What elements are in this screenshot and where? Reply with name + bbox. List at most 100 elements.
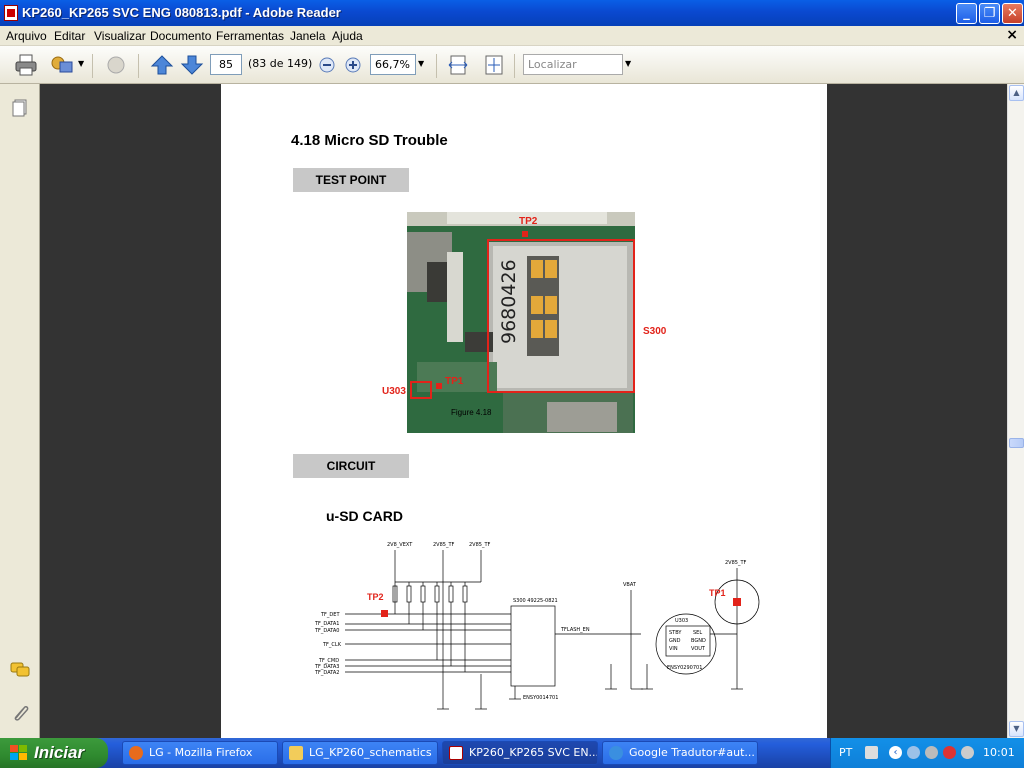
net-tf-det: TF_DET <box>320 612 340 618</box>
net-tf-cmd: TF_CMD <box>318 658 339 664</box>
document-close-icon[interactable]: × <box>1006 27 1018 43</box>
comments-panel-icon[interactable] <box>10 660 30 680</box>
fit-page-icon[interactable] <box>482 54 506 76</box>
task-firefox[interactable]: LG - Mozilla Firefox <box>122 741 278 765</box>
test-point-label: TEST POINT <box>293 168 409 192</box>
task-explorer-label: LG_KP260_schematics <box>309 746 432 759</box>
ic-pin-sel: SEL <box>693 630 702 636</box>
part-number-a: ENSY0014701 <box>523 695 558 701</box>
share-dropdown-icon[interactable]: ▼ <box>78 59 85 68</box>
start-button[interactable]: Iniciar <box>0 738 108 768</box>
net-tf-clk: TF_CLK <box>322 642 342 648</box>
photo-label-s300: S300 <box>643 326 667 337</box>
adobe-reader-icon <box>4 5 18 21</box>
firefox-icon <box>129 746 143 760</box>
internet-explorer-icon <box>609 746 623 760</box>
menu-ferramentas[interactable]: Ferramentas <box>216 29 285 43</box>
schematic-tp2-label: TP2 <box>367 592 384 602</box>
close-button[interactable]: ✕ <box>1002 3 1023 24</box>
search-input[interactable]: Localizar <box>523 54 623 75</box>
photo-label-tp1: TP1 <box>445 376 464 387</box>
menu-editar[interactable]: Editar <box>54 29 86 43</box>
net-2v8-vext: 2V8_VEXT <box>387 542 413 548</box>
task-adobe-label: KP260_KP265 SVC EN... <box>469 746 598 759</box>
language-indicator[interactable]: PT <box>839 746 853 759</box>
share-icon[interactable] <box>50 54 74 76</box>
toolbar: ▼ 85 (83 de 149) 66,7% ▼ Localizar ▼ <box>0 46 1024 84</box>
task-explorer[interactable]: LG_KP260_schematics <box>282 741 438 765</box>
search-dropdown-icon[interactable]: ▼ <box>625 59 632 68</box>
fit-width-icon[interactable] <box>446 54 470 76</box>
taskbar: Iniciar LG - Mozilla Firefox LG_KP260_sc… <box>0 738 1024 768</box>
pages-panel-icon[interactable] <box>10 98 30 118</box>
figure-caption: Figure 4.18 <box>451 408 492 417</box>
next-page-icon[interactable] <box>180 54 204 76</box>
scroll-up-icon[interactable]: ▲ <box>1009 85 1024 101</box>
print-icon[interactable] <box>14 54 38 76</box>
sd-card-schematic: TP2 TP1 2V8_VEXT 2V85_TF 2V85_TF 2V85_TF… <box>314 542 760 710</box>
menu-arquivo[interactable]: Arquivo <box>6 29 47 43</box>
ic-pin-bgnd: BGND <box>691 638 706 644</box>
vertical-scrollbar[interactable]: ▲ ▼ <box>1007 84 1024 738</box>
pdf-icon <box>449 746 463 760</box>
net-tf-data3: TF_DATA3 <box>314 664 340 670</box>
network-icon[interactable] <box>907 746 920 759</box>
scroll-thumb[interactable] <box>1009 438 1024 448</box>
document-area: 4.18 Micro SD Trouble TEST POINT 9680426 <box>40 84 1007 738</box>
task-firefox-label: LG - Mozilla Firefox <box>149 746 253 759</box>
attachments-panel-icon[interactable] <box>10 702 30 722</box>
photo-label-tp2: TP2 <box>519 216 538 227</box>
restore-button[interactable]: ❐ <box>979 3 1000 24</box>
schematic-title: u-SD CARD <box>326 508 403 524</box>
start-label: Iniciar <box>34 743 85 762</box>
net-vbat: VBAT <box>623 582 637 588</box>
zoom-in-icon[interactable] <box>344 54 362 76</box>
clock: 10:01 <box>983 746 1015 759</box>
ic-pin-stby: STBY <box>669 630 682 636</box>
net-tf-data0: TF_DATA0 <box>314 628 340 634</box>
folder-icon <box>289 746 303 760</box>
previous-page-icon[interactable] <box>150 54 174 76</box>
keyboard-icon[interactable] <box>865 746 878 759</box>
net-2v85-tf-a: 2V85_TF <box>433 542 455 548</box>
navigation-panel <box>0 84 40 738</box>
task-adobe-reader[interactable]: KP260_KP265 SVC EN... <box>442 741 598 765</box>
schematic-tp1-label: TP1 <box>709 588 726 598</box>
menu-ajuda[interactable]: Ajuda <box>332 29 363 43</box>
menu-bar: Arquivo Editar Visualizar Documento Ferr… <box>0 26 1024 46</box>
net-2v85-tf-c: 2V85_TF <box>725 560 747 566</box>
hand-tool-icon[interactable] <box>104 54 128 76</box>
task-ie-label: Google Tradutor#aut... <box>629 746 755 759</box>
menu-documento[interactable]: Documento <box>150 29 212 43</box>
scroll-down-icon[interactable]: ▼ <box>1009 721 1024 737</box>
menu-visualizar[interactable]: Visualizar <box>94 29 146 43</box>
photo-label-u303: U303 <box>382 386 406 397</box>
zoom-dropdown-icon[interactable]: ▼ <box>418 59 425 68</box>
net-tf-data2: TF_DATA2 <box>314 670 340 676</box>
window-title: KP260_KP265 SVC ENG 080813.pdf - Adobe R… <box>22 5 341 20</box>
net-tf-data1: TF_DATA1 <box>314 621 340 627</box>
connector-label: S300 49225-0821 <box>513 598 558 604</box>
pcb-photo: 9680426 TP2 TP1 Figure 4.18 <box>407 212 635 433</box>
task-ie[interactable]: Google Tradutor#aut... <box>602 741 758 765</box>
net-2v85-tf-b: 2V85_TF <box>469 542 491 548</box>
svg-text:9680426: 9680426 <box>498 259 520 344</box>
volume-icon[interactable] <box>925 746 938 759</box>
hardware-icon[interactable] <box>961 746 974 759</box>
net-tflash-en: TFLASH_EN <box>560 627 590 633</box>
menu-janela[interactable]: Janela <box>290 29 326 43</box>
zoom-out-icon[interactable] <box>318 54 336 76</box>
circuit-label: CIRCUIT <box>293 454 409 478</box>
page-number-input[interactable]: 85 <box>210 54 242 75</box>
section-title: 4.18 Micro SD Trouble <box>291 132 448 149</box>
ic-pin-vout: VOUT <box>691 646 706 652</box>
windows-logo-icon <box>10 745 27 760</box>
minimize-button[interactable]: _ <box>956 3 977 24</box>
ic-pin-vin: VIN <box>669 646 678 652</box>
security-alert-icon[interactable] <box>943 746 956 759</box>
part-number-b: ENSY0290701 <box>667 665 702 671</box>
tray-expand-icon[interactable]: ‹ <box>889 746 902 759</box>
ic-pin-gnd: GND <box>669 638 681 644</box>
pcb-illustration: 9680426 <box>407 212 635 433</box>
zoom-input[interactable]: 66,7% <box>370 54 416 75</box>
